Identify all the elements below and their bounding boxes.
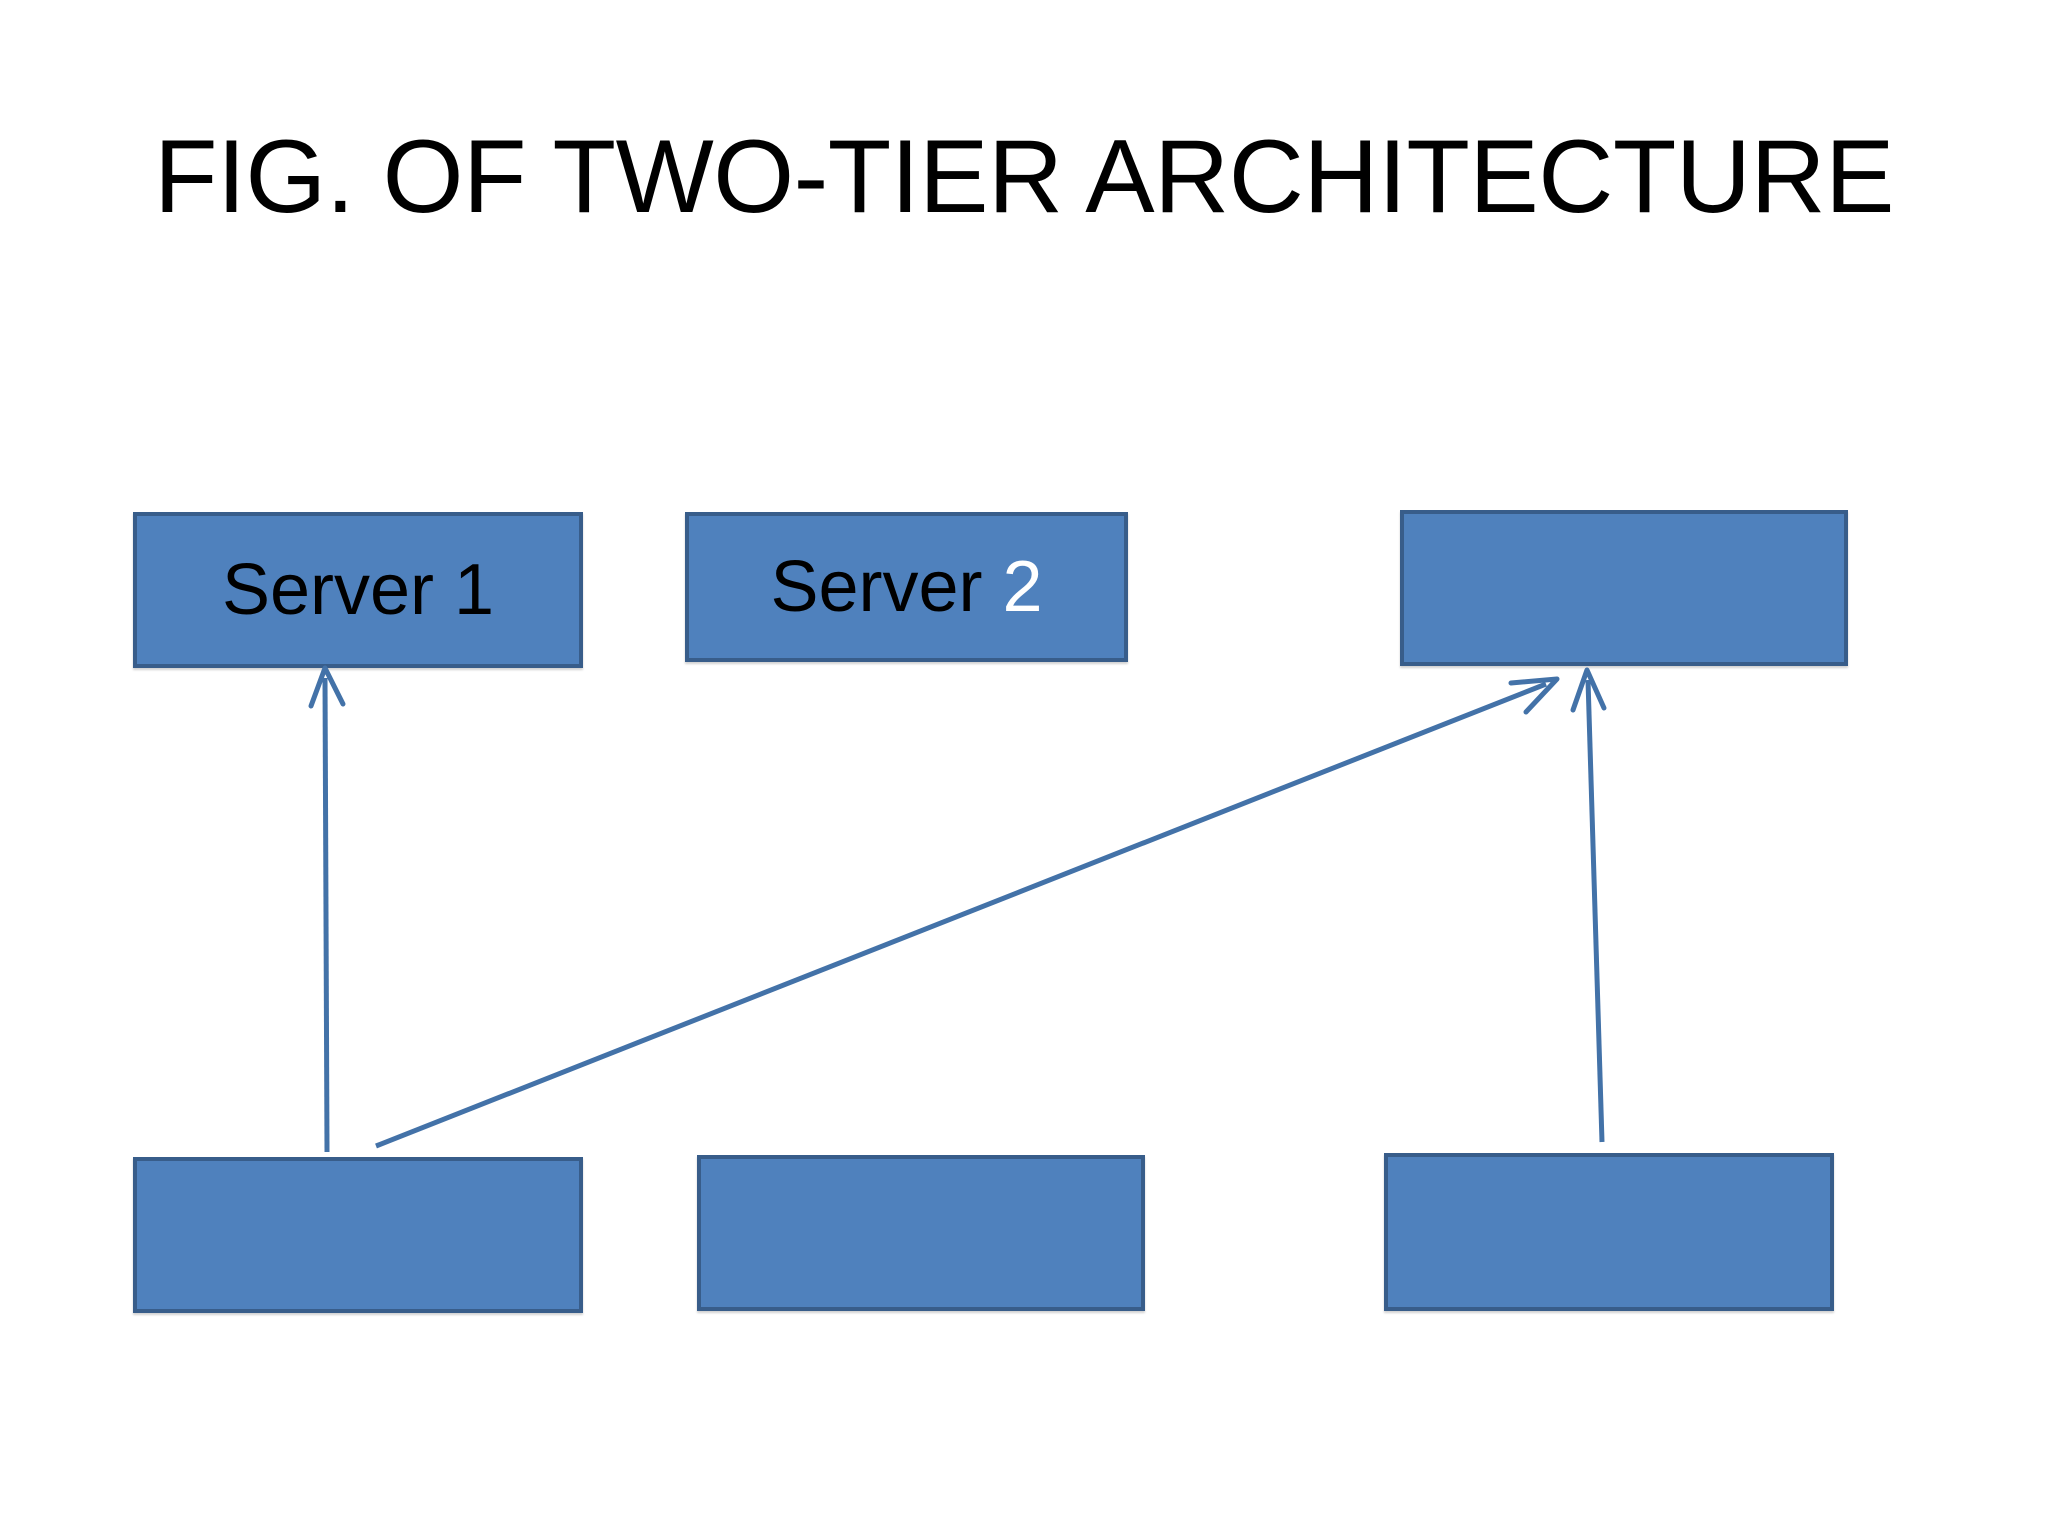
client-3-box[interactable]: [1384, 1153, 1834, 1311]
server-3-box[interactable]: [1400, 510, 1848, 666]
page-title: FIG. OF TWO-TIER ARCHITECTURE: [154, 119, 1895, 235]
client-1-box[interactable]: [133, 1157, 583, 1313]
server-2-box[interactable]: Server 2: [685, 512, 1128, 662]
connector-client-3-to-server-3: [1570, 667, 1607, 1143]
server-2-label-main: Server: [770, 547, 1003, 627]
connector-client-1-to-server-3: [375, 676, 1560, 1149]
server-1-box[interactable]: Server 1: [133, 512, 583, 668]
connector-client-1-to-server-1: [308, 665, 346, 1153]
server-1-label-main: Server 1: [221, 550, 495, 630]
server-2-label-alt: 2: [1002, 547, 1043, 627]
client-2-box[interactable]: [697, 1155, 1145, 1311]
server-2-label: Server 2: [770, 547, 1042, 627]
server-1-label: Server 1: [222, 550, 494, 630]
